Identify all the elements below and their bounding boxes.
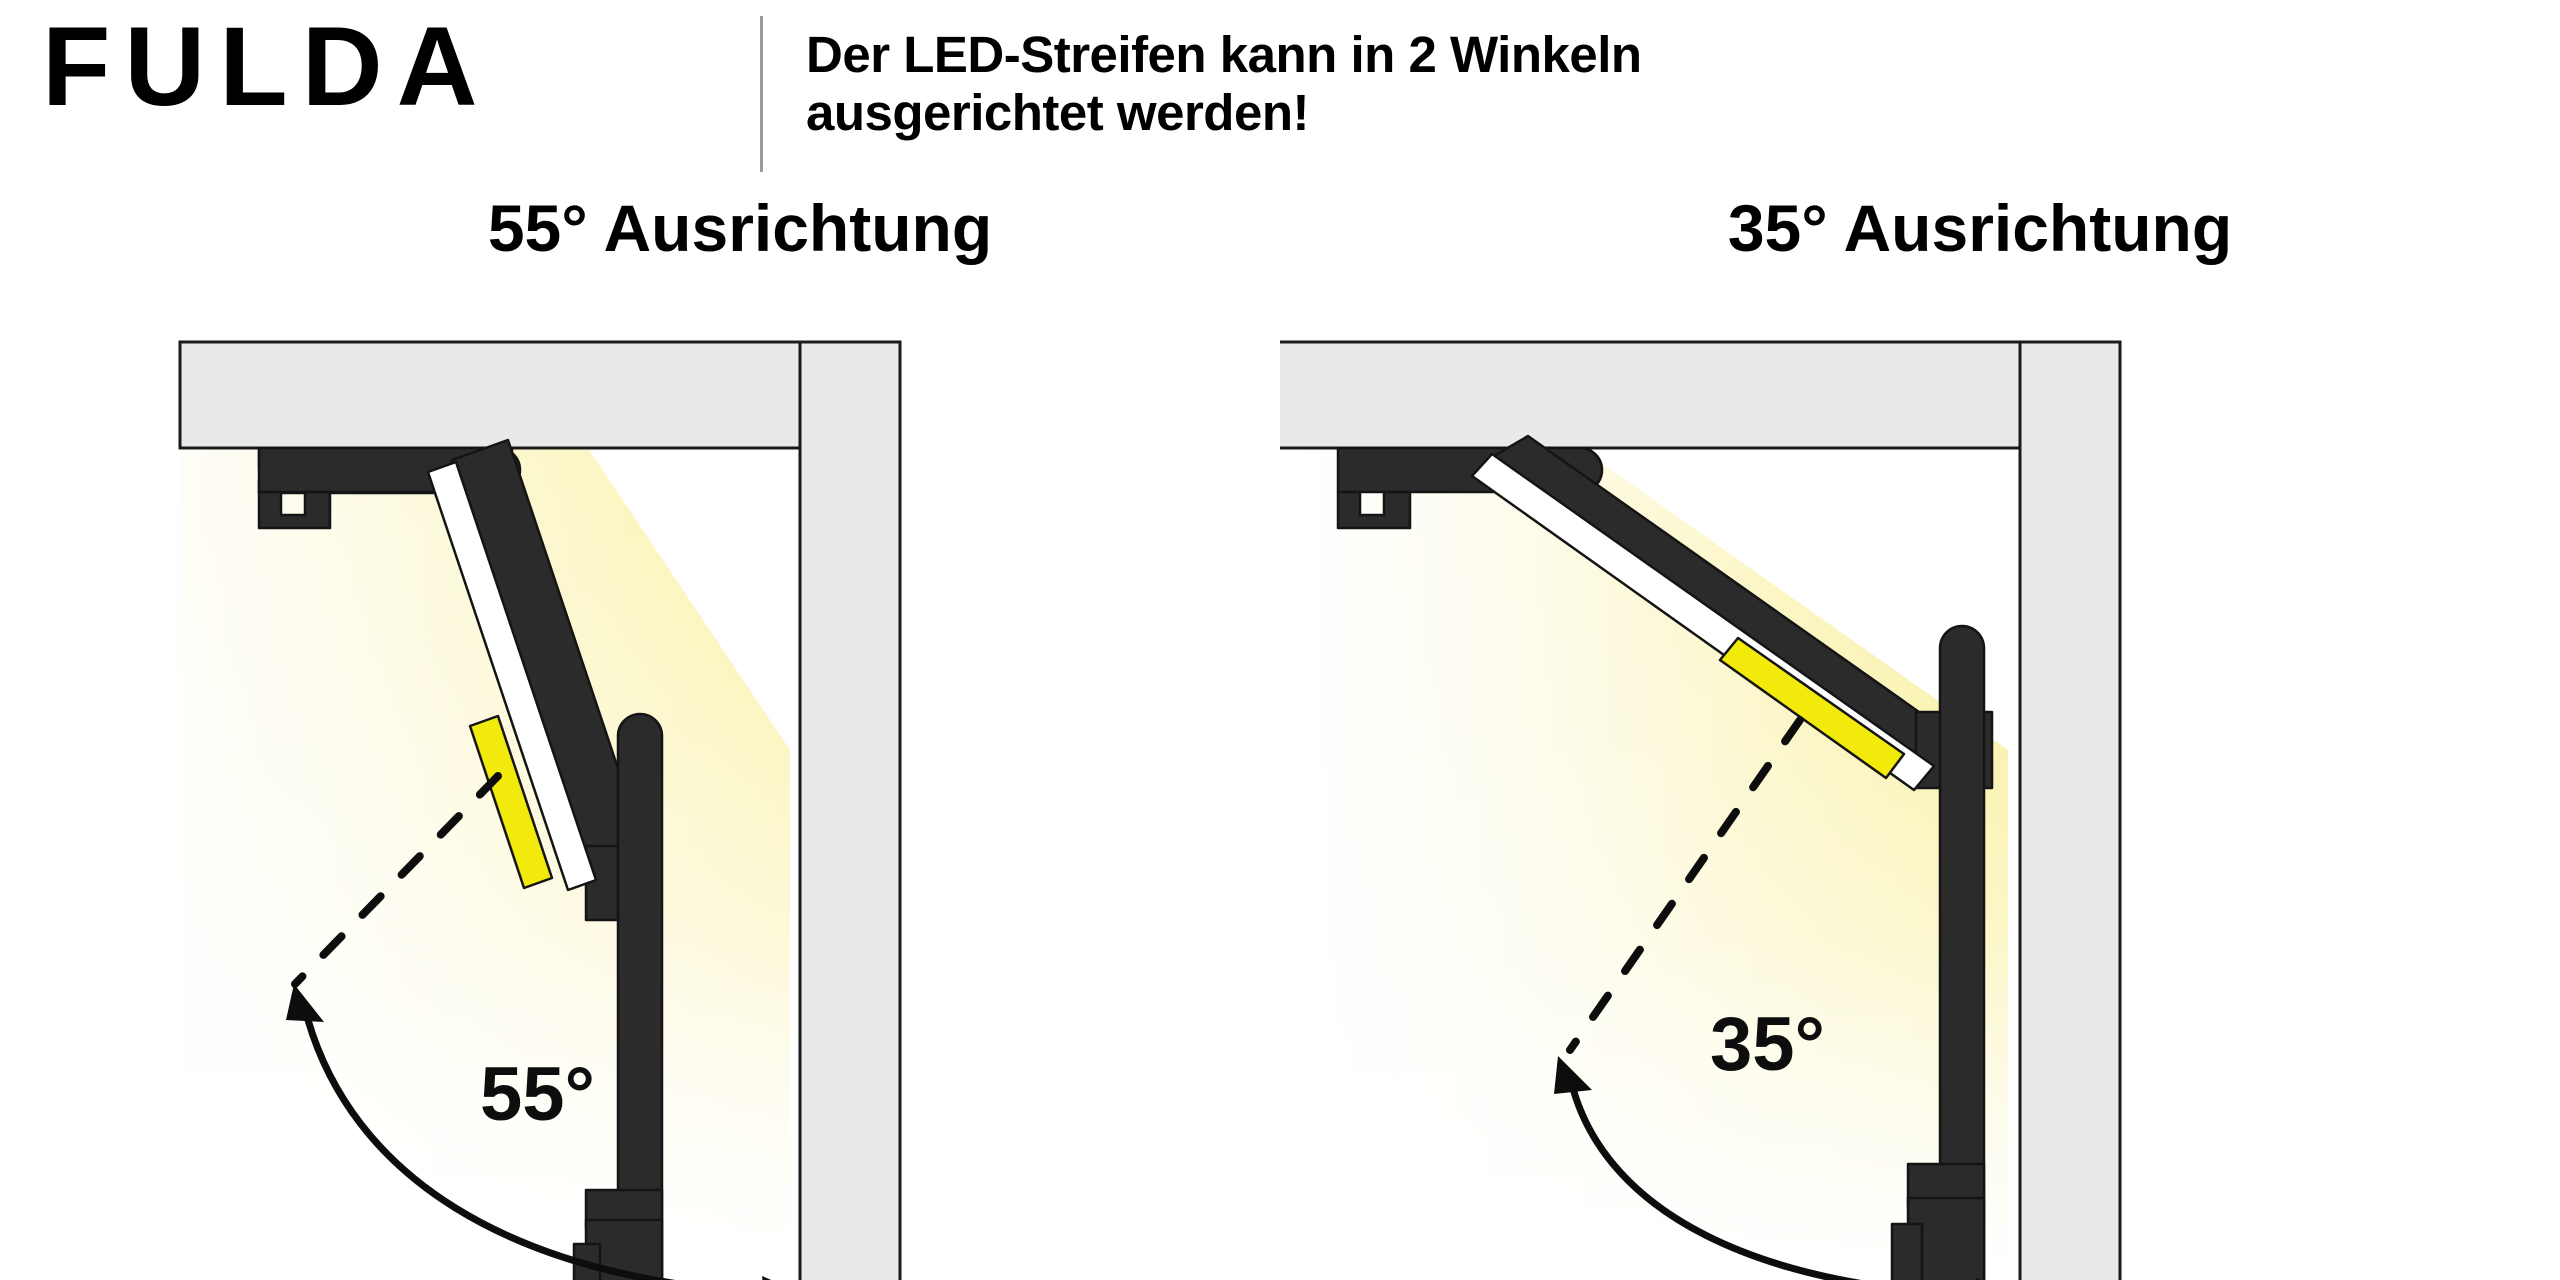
- diagram-55: 55°: [0, 280, 1280, 1280]
- wall-slab-35: [2018, 340, 2122, 1280]
- tagline: Der LED-Streifen kann in 2 Winkeln ausge…: [806, 26, 2206, 141]
- panel-title-35: 35° Ausrichtung: [1727, 191, 2233, 265]
- header-divider: [760, 16, 763, 172]
- diagram-35: 35°: [1280, 280, 2560, 1280]
- normal-dashed-line-35: [1566, 716, 1804, 1054]
- led-profile-body-35: [1336, 434, 1994, 1280]
- angle-label-55: 55°: [480, 1052, 595, 1137]
- tagline-line-1: Der LED-Streifen kann in 2 Winkeln: [806, 26, 1642, 83]
- panel-title-55: 55° Ausrichtung: [487, 191, 993, 265]
- led-profile-body-55: [257, 438, 664, 1280]
- header: FULDA Der LED-Streifen kann in 2 Winkeln…: [0, 0, 2560, 190]
- tagline-line-2: ausgerichtet werden!: [806, 83, 1309, 141]
- led-strip-55: [468, 714, 554, 890]
- panel-55-degree: 55° Ausrichtung: [0, 190, 1280, 1280]
- ceiling-slab-35: [1280, 340, 2022, 450]
- led-strip-35: [1718, 636, 1906, 780]
- brand-logo: FULDA: [42, 4, 492, 129]
- panel-35-degree: 35° Ausrichtung: [1280, 190, 2560, 1280]
- ceiling-slab-55: [178, 340, 802, 450]
- angle-arc-55: [286, 984, 772, 1280]
- diffuser-lens-55: [426, 460, 598, 892]
- angle-label-35: 35°: [1710, 1002, 1825, 1087]
- wall-slab-55: [798, 340, 902, 1280]
- normal-dashed-line-55: [291, 772, 502, 988]
